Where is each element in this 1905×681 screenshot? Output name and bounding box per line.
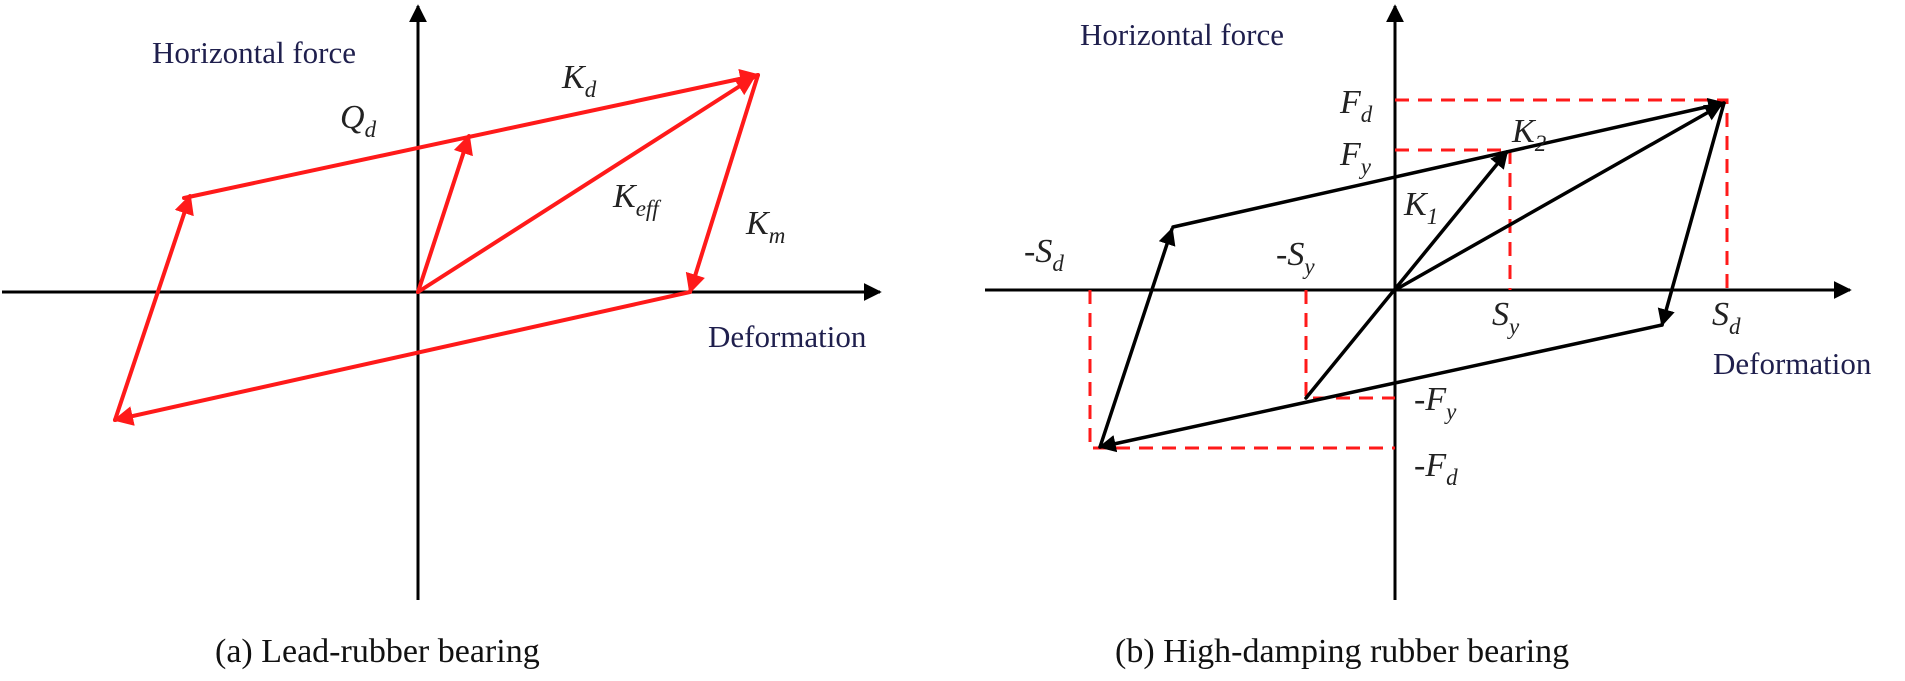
label-neg-sy: -Sy <box>1276 236 1315 279</box>
panel-b-loop-bottom <box>1098 323 1664 453</box>
panel-b-x-axis-title: Deformation <box>1713 346 1872 381</box>
panel-a-x-axis-title: Deformation <box>708 319 867 354</box>
label-fy: Fy <box>1339 136 1372 179</box>
panel-b-high-damping-rubber-bearing: Horizontal force Deformation Fd Fy K2 K1… <box>985 4 1872 670</box>
label-k1: K1 <box>1403 186 1438 229</box>
panel-b-loop-reload <box>1098 227 1176 449</box>
label-sy: Sy <box>1492 296 1520 339</box>
panel-a-y-axis-title: Horizontal force <box>152 35 356 70</box>
panel-b-caption: (b) High-damping rubber bearing <box>1115 633 1569 670</box>
label-neg-fy: -Fy <box>1414 381 1457 424</box>
panel-b-loop-top <box>1171 97 1726 229</box>
panel-a-effective-stiffness <box>416 75 756 294</box>
label-keff: Keff <box>612 178 662 221</box>
guide-fd-sd <box>1395 98 1729 290</box>
panel-b-effective-stiffness <box>1393 103 1723 292</box>
panel-b-initial-stiffness <box>1304 150 1509 400</box>
panel-b-y-axis-title: Horizontal force <box>1080 17 1284 52</box>
label-neg-fd: -Fd <box>1414 447 1458 490</box>
label-fd: Fd <box>1339 84 1373 127</box>
label-qd: Qd <box>340 99 377 142</box>
label-k2: K2 <box>1511 113 1546 156</box>
label-neg-sd: -Sd <box>1024 233 1064 276</box>
panel-a-caption: (a) Lead-rubber bearing <box>215 633 540 670</box>
guide-neg-sy-neg-fy <box>1304 290 1395 400</box>
label-sd: Sd <box>1712 296 1741 339</box>
panel-b-hysteresis-loop <box>1098 97 1726 453</box>
panel-b-loop-unload <box>1657 101 1726 327</box>
panel-a-lead-rubber-bearing: Horizontal force Deformation Qd Kd Keff … <box>2 4 882 670</box>
panel-a-loop-reload <box>113 194 194 422</box>
panel-a-loop-unload <box>685 73 760 294</box>
label-kd: Kd <box>561 59 597 102</box>
panel-a-hysteresis-loop <box>113 68 760 426</box>
guide-neg-sd-neg-fd <box>1088 290 1395 450</box>
panel-a-loop-top <box>182 68 760 200</box>
label-km: Km <box>745 205 785 248</box>
panel-a-initial-stiffness <box>416 134 473 294</box>
panel-a-loop-bottom <box>113 290 692 426</box>
